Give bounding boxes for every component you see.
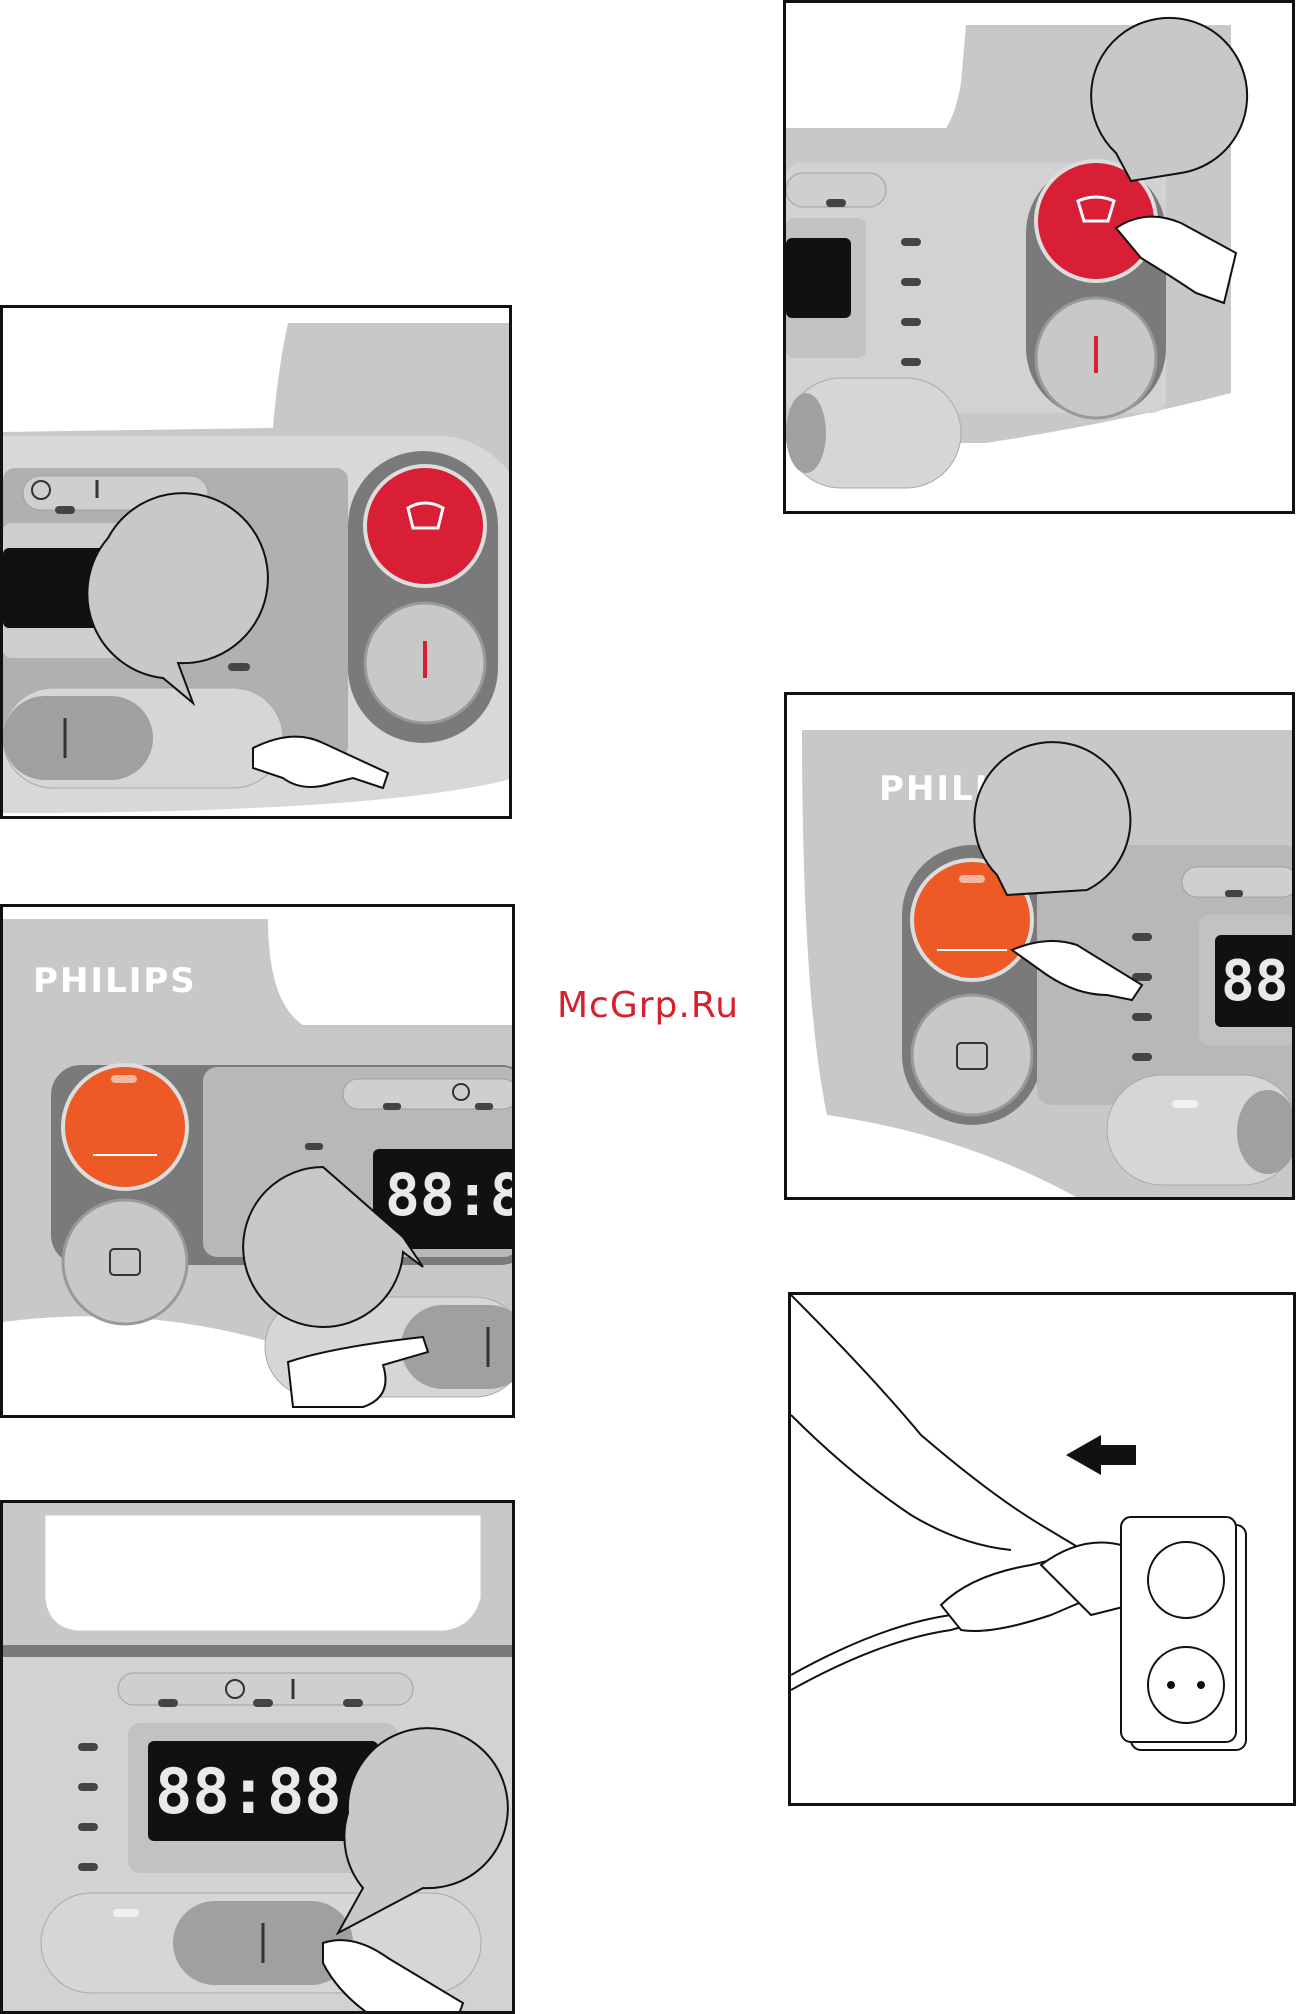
speech-bubble <box>974 742 1130 895</box>
step-panel-start-press-1 <box>0 305 512 819</box>
watermark: McGrp.Ru <box>557 985 739 1026</box>
step-panel-start-press-3: 88:88 <box>0 1500 515 2014</box>
step-panel-unplug <box>788 1292 1296 1806</box>
menu-button[interactable] <box>912 995 1032 1115</box>
display-digits-partial: 88 <box>1221 949 1288 1014</box>
brand-logo: PHILIPS <box>33 961 197 1001</box>
cooking-button[interactable] <box>365 466 485 586</box>
step-panel-start-press-2: PHILIPS 88:88 <box>0 904 515 1418</box>
display-digits: 88:88 <box>385 1161 515 1229</box>
step-panel-cooking-press <box>783 0 1295 514</box>
arrow-left-icon <box>1066 1435 1136 1475</box>
step-panel-orange-press: PHILIPS 88 <box>784 692 1295 1200</box>
cooking-button[interactable] <box>63 1065 187 1189</box>
display-digits: 88:88 <box>155 1755 342 1828</box>
start-button[interactable] <box>3 696 153 780</box>
menu-button[interactable] <box>63 1200 187 1324</box>
display <box>786 238 851 318</box>
